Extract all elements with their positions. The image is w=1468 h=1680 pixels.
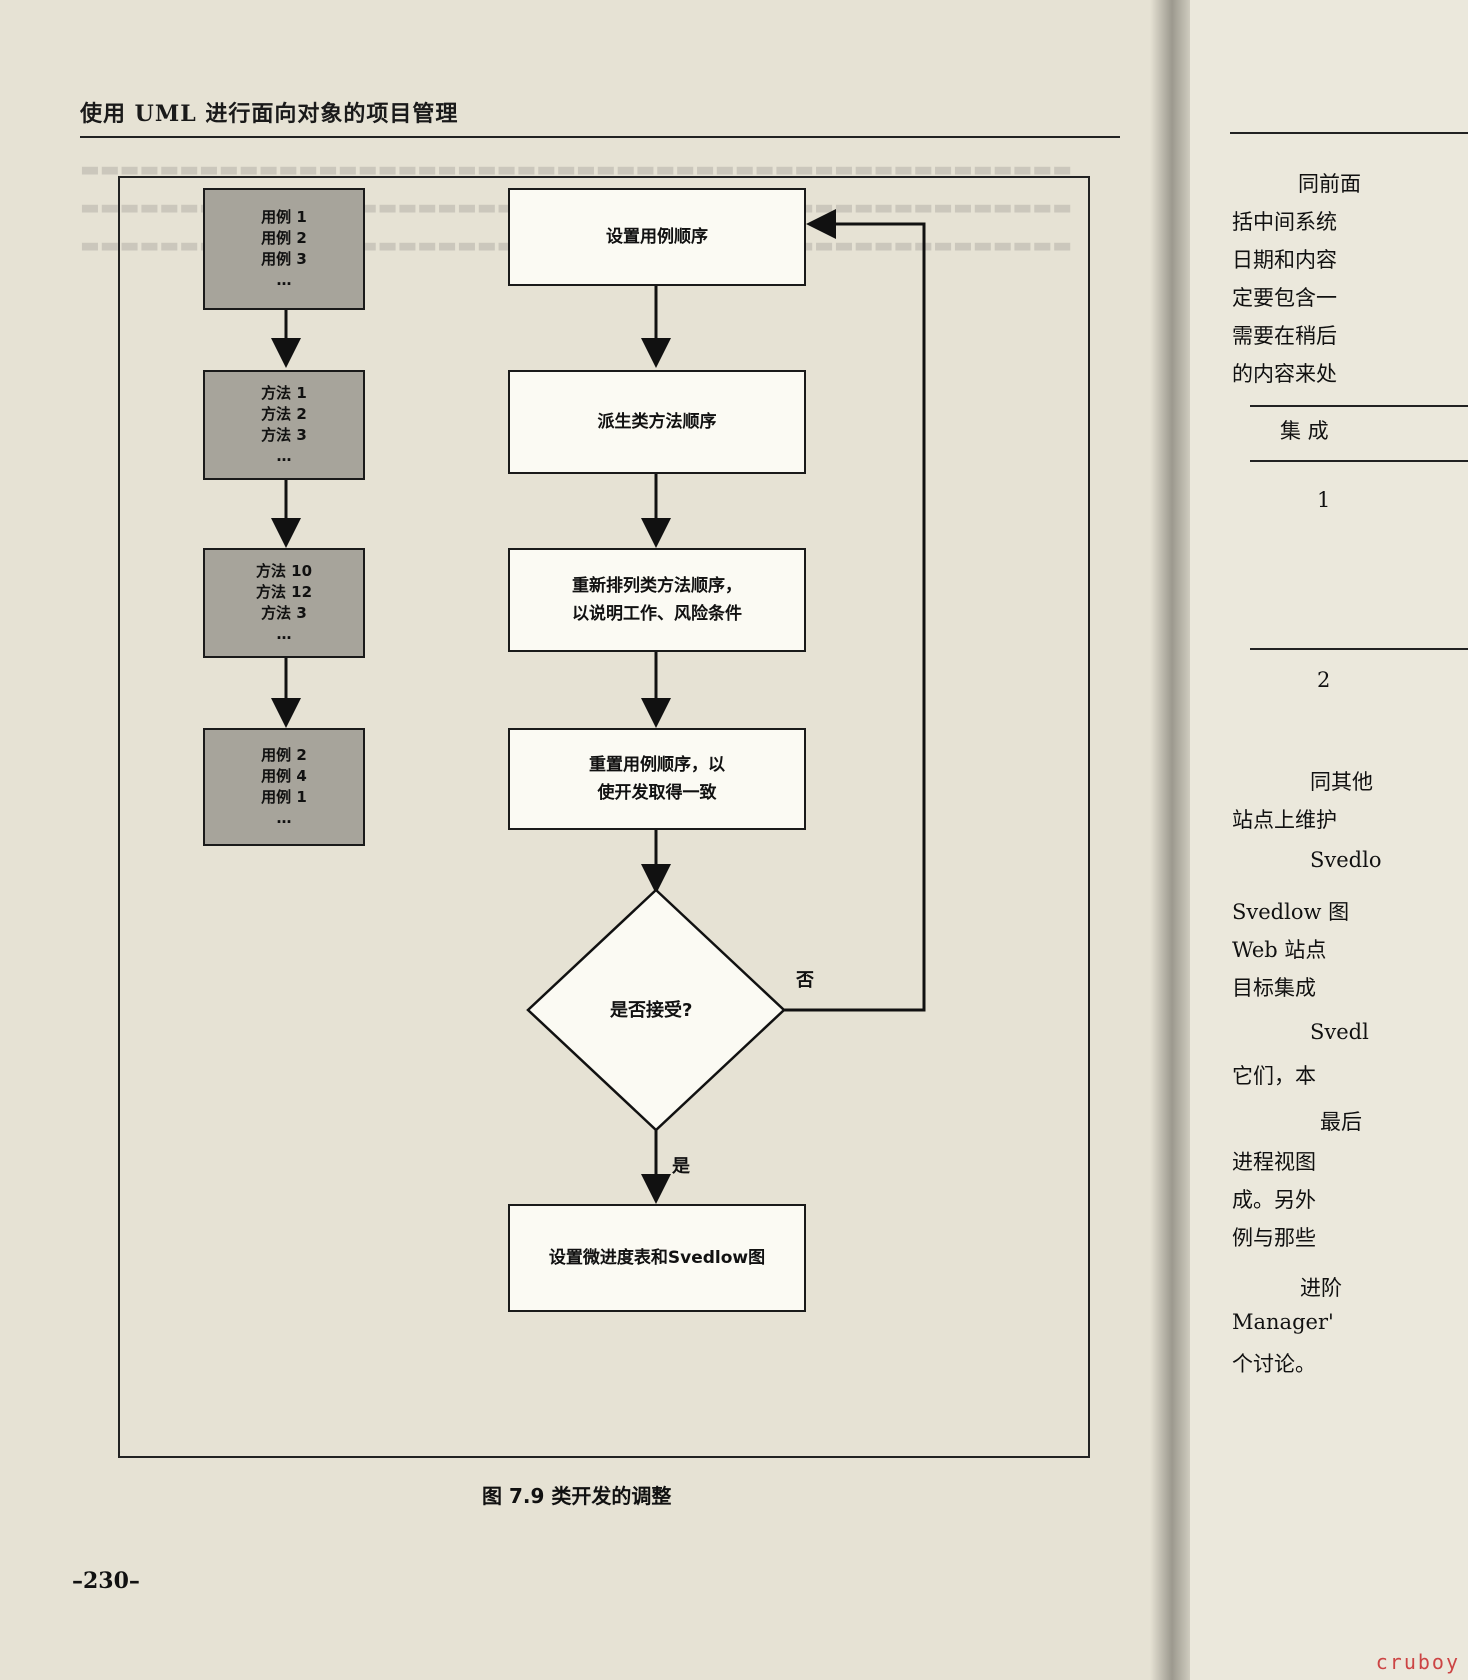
book-gutter xyxy=(1150,0,1190,1680)
step-reset-use-case-order: 重置用例顺序，以 使开发取得一致 xyxy=(508,728,806,830)
block-line: 方法 3 xyxy=(261,426,307,444)
right-page: 同前面 括中间系统 日期和内容 定要包含一 需要在稍后 的内容来处 集 成 1 … xyxy=(1190,0,1468,1680)
text-line: 日期和内容 xyxy=(1232,248,1337,272)
block-line: 方法 1 xyxy=(261,384,307,402)
text-line: 个讨论。 xyxy=(1232,1352,1316,1376)
yes-branch-label: 是 xyxy=(672,1156,690,1177)
left-page: 使用 UML 进行面向对象的项目管理 ▬▬▬▬▬▬▬▬▬▬▬▬▬▬▬▬▬▬▬▬▬… xyxy=(0,0,1170,1680)
step-set-schedule-svedlow: 设置微进度表和Svedlow图 xyxy=(508,1204,806,1312)
text-line: 站点上维护 xyxy=(1232,808,1337,832)
block-line: 用例 2 xyxy=(261,746,307,764)
use-case-block: 用例 1 用例 2 用例 3 … xyxy=(203,188,365,310)
no-branch-label: 否 xyxy=(796,970,814,991)
page-number: –230– xyxy=(72,1568,140,1594)
step-line: 使开发取得一致 xyxy=(597,783,717,803)
figure-caption: 图 7.9 类开发的调整 xyxy=(482,1484,672,1508)
block-line: 用例 3 xyxy=(261,250,307,268)
method-block: 方法 10 方法 12 方法 3 … xyxy=(203,548,365,658)
table-header: 集 成 xyxy=(1280,419,1329,443)
decision-diamond xyxy=(526,888,786,1132)
block-line: 用例 4 xyxy=(261,767,307,785)
text-line: Svedlo xyxy=(1310,848,1382,872)
block-line: … xyxy=(276,809,292,827)
text-line: 目标集成 xyxy=(1232,976,1316,1000)
block-line: 用例 2 xyxy=(261,229,307,247)
step-line: 重新排列类方法顺序， xyxy=(572,576,742,596)
step-rearrange-method-order: 重新排列类方法顺序， 以说明工作、风险条件 xyxy=(508,548,806,652)
running-header: 使用 UML 进行面向对象的项目管理 xyxy=(80,101,459,127)
text-line: 的内容来处 xyxy=(1232,362,1337,386)
step-line: 设置微进度表和Svedlow图 xyxy=(548,1248,766,1268)
table-rule xyxy=(1250,460,1468,462)
header-rule xyxy=(1230,132,1468,134)
step-set-use-case-order: 设置用例顺序 xyxy=(508,188,806,286)
text-line: 它们，本 xyxy=(1232,1064,1316,1088)
text-line: Svedl xyxy=(1310,1020,1369,1044)
block-line: 方法 3 xyxy=(261,604,307,622)
table-cell: 1 xyxy=(1317,488,1331,512)
step-line: 派生类方法顺序 xyxy=(597,412,717,432)
table-rule xyxy=(1250,405,1468,407)
text-line: 定要包含一 xyxy=(1232,286,1337,310)
text-line: 进程视图 xyxy=(1232,1150,1316,1174)
block-line: … xyxy=(276,271,292,289)
text-line: 进阶 xyxy=(1300,1276,1342,1300)
table-cell: 2 xyxy=(1317,668,1331,692)
text-line: 同前面 xyxy=(1298,172,1361,196)
table-rule xyxy=(1250,648,1468,650)
step-derive-method-order: 派生类方法顺序 xyxy=(508,370,806,474)
block-line: 方法 12 xyxy=(255,583,313,601)
flow-arrows xyxy=(271,209,926,1204)
step-line: 重置用例顺序，以 xyxy=(589,755,725,775)
header-rule xyxy=(80,136,1120,138)
text-line: Svedlow 图 xyxy=(1232,900,1350,924)
figure-frame xyxy=(118,176,1090,1458)
block-line: 方法 10 xyxy=(255,562,313,580)
text-line: 成。另外 xyxy=(1232,1188,1316,1212)
block-line: 用例 1 xyxy=(261,208,307,226)
step-line: 以说明工作、风险条件 xyxy=(572,604,742,624)
block-line: 方法 2 xyxy=(261,405,307,423)
text-line: 同其他 xyxy=(1310,770,1373,794)
method-block: 方法 1 方法 2 方法 3 … xyxy=(203,370,365,480)
block-line: … xyxy=(276,625,292,643)
text-line: 最后 xyxy=(1320,1110,1362,1134)
text-line: 括中间系统 xyxy=(1232,210,1337,234)
text-line: Web 站点 xyxy=(1232,938,1327,962)
block-line: 用例 1 xyxy=(261,788,307,806)
watermark: cruboy xyxy=(1375,1650,1460,1674)
use-case-block: 用例 2 用例 4 用例 1 … xyxy=(203,728,365,846)
block-line: … xyxy=(276,447,292,465)
step-line: 设置用例顺序 xyxy=(606,227,708,247)
text-line: Manager' xyxy=(1232,1310,1334,1334)
decision-label: 是否接受? xyxy=(610,1000,693,1021)
text-line: 例与那些 xyxy=(1232,1226,1316,1250)
text-line: 需要在稍后 xyxy=(1232,324,1337,348)
